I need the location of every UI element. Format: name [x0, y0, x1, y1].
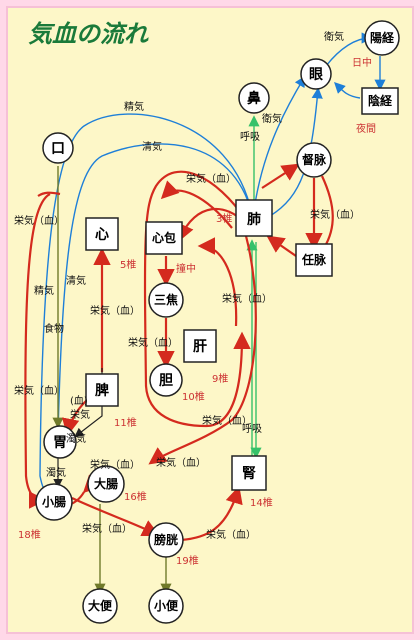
- label-seiki-clear-side: 清気: [66, 274, 86, 287]
- svg-text:胃: 胃: [53, 435, 67, 451]
- node-hi: 脾: [85, 373, 119, 407]
- label-v9: 9椎: [212, 372, 228, 385]
- label-sanchuu: 撞中: [176, 262, 196, 275]
- node-hana: 鼻: [238, 82, 270, 114]
- label-v14: 14椎: [250, 496, 273, 509]
- svg-text:大便: 大便: [88, 598, 113, 613]
- node-youkei: 陽経: [364, 20, 400, 56]
- label-v18: 18椎: [18, 528, 41, 541]
- label-eiki-mid: 栄気（血）: [222, 292, 272, 305]
- node-inkei: 陰経: [361, 87, 399, 115]
- svg-text:三焦: 三焦: [154, 292, 178, 307]
- label-v10: 10椎: [182, 390, 205, 403]
- label-nicchuu: 日中: [352, 56, 372, 69]
- svg-text:小便: 小便: [154, 598, 179, 613]
- label-eiki-hi: 栄気: [70, 408, 90, 421]
- label-dakki-1: 濁気: [66, 432, 86, 445]
- node-daiben: 大便: [82, 588, 118, 624]
- svg-text:陰経: 陰経: [368, 93, 393, 108]
- label-eiki-right: 栄気（血）: [310, 208, 360, 221]
- svg-text:心: 心: [95, 227, 109, 243]
- label-eki-mid: 衛気: [262, 112, 282, 125]
- label-v19: 19椎: [176, 554, 199, 567]
- svg-text:腎: 腎: [242, 466, 256, 482]
- label-eiki-boukou: 栄気（血）: [206, 528, 256, 541]
- label-v5: 5椎: [120, 258, 136, 271]
- svg-text:口: 口: [51, 141, 65, 157]
- svg-text:心包: 心包: [152, 230, 176, 245]
- svg-text:陽経: 陽経: [370, 30, 395, 45]
- label-eiki-jin: 栄気（血）: [202, 414, 252, 427]
- diagram-canvas: 気血の流れ: [6, 6, 414, 634]
- label-v16: 16椎: [124, 490, 147, 503]
- label-v11: 11椎: [114, 416, 137, 429]
- node-i: 胃: [43, 425, 77, 459]
- svg-text:膀胱: 膀胱: [153, 532, 178, 547]
- label-eki-top: 衛気: [324, 30, 344, 43]
- node-kuchi: 口: [42, 132, 74, 164]
- food-lines: [52, 166, 172, 595]
- label-blood-hi: (血): [70, 394, 88, 407]
- label-yakan: 夜間: [356, 122, 376, 135]
- svg-text:鼻: 鼻: [247, 90, 261, 107]
- label-eiki-lower: 栄気（血）: [90, 458, 140, 471]
- node-tokumyaku: 督脉: [296, 142, 332, 178]
- node-kan: 肝: [183, 329, 217, 363]
- svg-text:肺: 肺: [247, 212, 261, 228]
- svg-text:大腸: 大腸: [94, 476, 118, 491]
- svg-text:胆: 胆: [159, 373, 173, 389]
- label-dakki-2: 濁気: [46, 466, 66, 479]
- svg-text:眼: 眼: [309, 67, 323, 83]
- label-eiki-lower-left: 栄気（血）: [14, 384, 64, 397]
- label-eiki-shouchou: 栄気（血）: [82, 522, 132, 535]
- breath-lines: [246, 115, 262, 459]
- node-jin: 腎: [231, 455, 267, 491]
- label-kokyuu-lower: 呼吸: [242, 423, 262, 435]
- node-shinpou: 心包: [145, 221, 183, 255]
- label-eiki-daichou: 栄気（血）: [156, 456, 206, 469]
- node-sanshou: 三焦: [148, 282, 184, 318]
- label-eiki-shin: 栄気（血）: [90, 304, 140, 317]
- node-tan: 胆: [149, 363, 183, 397]
- svg-text:小腸: 小腸: [42, 494, 66, 509]
- svg-text:脾: 脾: [95, 382, 109, 399]
- node-shouben: 小便: [148, 588, 184, 624]
- label-eiki-sanshou: 栄気（血）: [128, 336, 178, 349]
- label-kokyuu-top: 呼吸: [240, 131, 260, 143]
- label-v3: 3椎: [216, 212, 232, 225]
- diagram-title: 気血の流れ: [28, 20, 149, 48]
- label-seiki-clear-top: 清気: [142, 140, 162, 153]
- node-shin: 心: [85, 217, 119, 251]
- label-seiki-side: 精気: [34, 284, 54, 297]
- label-seiki-top: 精気: [124, 100, 144, 113]
- organ-nodes: 口 鼻 眼 陽経 督脉 三焦 胆 胃 大腸 小腸 膀胱 大便 小便 陰経 肺 任…: [35, 20, 400, 624]
- node-daichou: 大腸: [87, 465, 125, 503]
- qi-blood-flow-diagram: 気血の流れ: [14, 20, 400, 624]
- label-shokumotsu: 食物: [44, 322, 64, 335]
- svg-text:任脉: 任脉: [301, 252, 327, 267]
- node-ninmyaku: 任脉: [295, 243, 333, 277]
- label-eiki-1: 栄気（血）: [186, 172, 236, 185]
- svg-text:肝: 肝: [193, 339, 207, 355]
- svg-text:督脉: 督脉: [302, 152, 327, 167]
- label-eiki-left: 栄気（血）: [14, 214, 64, 227]
- node-shouchou: 小腸: [35, 483, 73, 521]
- node-boukou: 膀胱: [148, 522, 184, 558]
- node-hai: 肺: [235, 199, 273, 237]
- flow-labels: 衛気 日中 夜間 衛気 呼吸 精気 清気 栄気（血） 栄気（血） 3椎 栄気（血…: [14, 30, 376, 567]
- node-me: 眼: [300, 58, 332, 90]
